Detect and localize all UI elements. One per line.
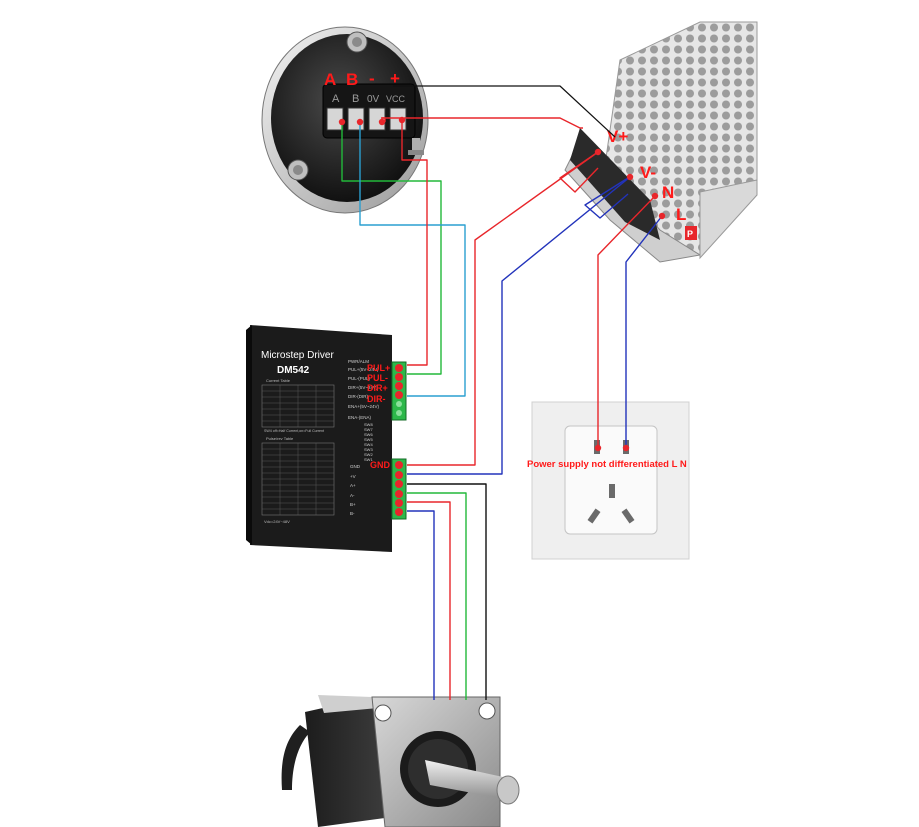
- driver-label-a-plus: A+: [350, 483, 356, 488]
- psu-label-n: N: [662, 183, 674, 202]
- driver-sw1: SW1: [364, 457, 373, 462]
- driver-sw6: SW6: [364, 432, 373, 437]
- driver-signal-connector: [391, 361, 407, 421]
- wire-psu-l: [597, 195, 656, 448]
- psu-badge: [685, 226, 697, 240]
- driver-model: DM542: [277, 365, 310, 376]
- wire-psu-jumper-red: [559, 151, 599, 193]
- driver-sw3: SW3: [364, 447, 373, 452]
- motor-shaft-end: [496, 775, 520, 805]
- driver-label-pul-minus: PUL-(PUL): [348, 376, 371, 381]
- driver-current-table-title: Current Table: [266, 378, 291, 383]
- driver-pulse-table-title: Pulse/rev Table: [266, 436, 294, 441]
- encoder-printed-label-vcc: VCC: [386, 94, 406, 104]
- psu-label-l: L: [676, 205, 686, 224]
- encoder-label-a: A: [324, 70, 336, 89]
- psu-side: [699, 179, 758, 260]
- socket-slot-3a: [587, 508, 601, 524]
- socket-face: [564, 425, 658, 535]
- encoder-printed-label-a: A: [332, 93, 340, 105]
- socket-slot-3b: [621, 508, 635, 524]
- driver-overlay-pul-plus: PUL+: [367, 363, 390, 373]
- wire-motor-b-plus: [407, 501, 451, 700]
- driver-title: Microstep Driver: [261, 350, 334, 361]
- driver-pulse-table: Pulse/rev Table: [261, 436, 335, 516]
- driver-label-a-minus: A-: [350, 493, 355, 498]
- wire-encoder-vcc-psu: [404, 117, 583, 129]
- driver: Microstep Driver DM542 Current Table SW4…: [246, 325, 407, 552]
- driver-label-pul-plus: PUL+(5V~24V): [348, 367, 379, 372]
- driver-label-b-plus: B+: [350, 502, 356, 507]
- power-supply: P V+ V- N L: [564, 21, 758, 263]
- terminal-dots: [338, 116, 666, 452]
- driver-sw7: SW7: [364, 427, 373, 432]
- driver-label-ena-plus: ENA+(5V~24V): [348, 404, 380, 409]
- driver-body: [250, 325, 392, 552]
- driver-overlay-dir-minus: DIR-: [367, 394, 386, 404]
- driver-label-gnd: GND: [350, 464, 361, 469]
- wire-encoder-black: [393, 85, 616, 138]
- driver-current-table: Current Table: [261, 378, 335, 428]
- socket-slot-earth: [609, 484, 615, 498]
- wall-socket: Power supply not differentiated L N: [527, 401, 690, 560]
- encoder-post: [408, 138, 424, 155]
- driver-sw4: SW4: [364, 442, 373, 447]
- motor-cable: [281, 725, 310, 790]
- encoder-label-b: B: [346, 70, 358, 89]
- wire-motor-a-minus: [407, 492, 467, 700]
- encoder-screw-bottom: [287, 159, 309, 181]
- driver-overlay-gnd: GND: [370, 460, 391, 470]
- encoder: A B 0V VCC A B - +: [261, 26, 429, 214]
- motor-body-top: [318, 695, 378, 713]
- socket-caption: Power supply not differentiated L N: [527, 459, 687, 470]
- encoder-label-minus: -: [369, 69, 375, 88]
- driver-sw5: SW5: [364, 437, 373, 442]
- psu-label-vplus: V+: [607, 127, 628, 146]
- wire-driver-gnd: [407, 176, 631, 475]
- encoder-printed-label-b: B: [352, 93, 359, 105]
- psu-badge-text: P: [687, 229, 693, 239]
- driver-label-b-minus: B-: [350, 511, 355, 516]
- psu-label-vminus: V-: [640, 163, 656, 182]
- driver-edge: [246, 325, 252, 545]
- driver-sw2: SW2: [364, 452, 373, 457]
- wire-motor-b-minus: [407, 510, 435, 700]
- driver-overlay-pul-minus: PUL-: [367, 373, 388, 383]
- wire-encoder-a: [341, 122, 442, 375]
- wire-psu-n: [625, 215, 663, 448]
- driver-label-pwr-alm: PWR/ALM: [348, 359, 369, 364]
- motor-hole-tr: [478, 702, 496, 720]
- wire-motor-a-plus: [407, 483, 487, 700]
- motor-shaft: [425, 760, 510, 800]
- motor-hole-tl: [374, 704, 392, 722]
- encoder-label-plus: +: [390, 69, 400, 88]
- wires: [341, 85, 663, 700]
- driver-label-ena-minus: ENA-(ENA): [348, 415, 372, 420]
- driver-overlay-dir-plus: DIR+: [367, 383, 388, 393]
- motor-body: [305, 697, 385, 827]
- driver-sw8: SW8: [364, 422, 373, 427]
- wire-driver-vplus: [407, 151, 599, 466]
- encoder-screw-top: [346, 31, 368, 53]
- driver-voltage-note: Vdc=24V~48V: [264, 519, 290, 524]
- wire-psu-jumper-blue: [584, 177, 629, 219]
- stepper-motor: [281, 695, 520, 827]
- driver-power-connector: [391, 458, 407, 520]
- driver-label-dir-minus: DIR-(DIR): [348, 394, 368, 399]
- driver-label-vplus: +V: [350, 474, 356, 479]
- driver-current-note: SW4 off=Half Current,on=Full Current: [264, 429, 324, 433]
- encoder-printed-label-0v: 0V: [367, 94, 380, 105]
- wire-encoder-vcc: [401, 120, 428, 366]
- driver-label-dir-plus: DIR+(5V~24V): [348, 385, 378, 390]
- wire-encoder-b: [359, 122, 466, 397]
